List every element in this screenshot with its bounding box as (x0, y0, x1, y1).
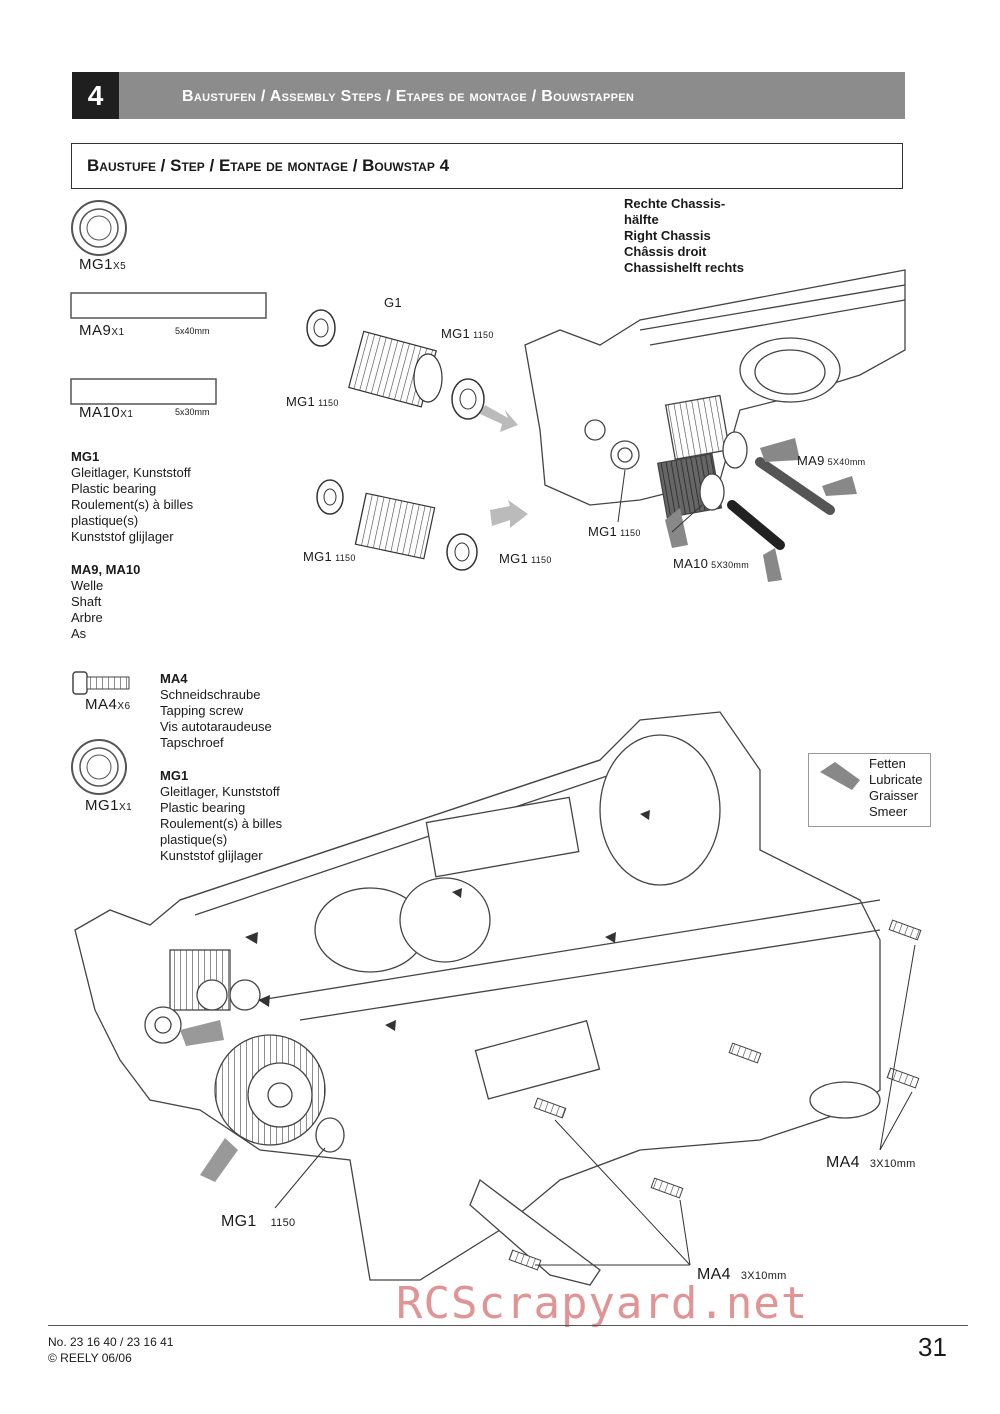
part-ma10-label: MA10X1 (79, 404, 134, 421)
screw-icon (72, 671, 130, 695)
footer-divider (48, 1325, 968, 1326)
header-bar (119, 72, 905, 119)
bearing-icon (71, 739, 127, 795)
part-ma9-label: MA9X1 (79, 322, 125, 339)
header-title: Baustufen / Assembly Steps / Etapes de m… (182, 88, 635, 105)
grease-arrow-icon (180, 1020, 238, 1182)
grease-arrow-icon (665, 438, 857, 582)
footer-text: No. 23 16 40 / 23 16 41© REELY 06/06 (48, 1335, 174, 1365)
right-chassis-drawing (524, 269, 906, 519)
part-mg1b-label: MG1X1 (85, 797, 133, 814)
full-chassis-drawing (74, 711, 881, 1286)
step-title-box (71, 143, 903, 189)
gear-g1 (306, 309, 485, 420)
leader-lines (274, 469, 916, 1266)
direction-arrow-icon (480, 405, 528, 528)
part-ma10-dim: 5x30mm (175, 407, 210, 417)
part-ma9-dim: 5x40mm (175, 326, 210, 336)
grease-arrow-icon (820, 762, 860, 790)
watermark: RCScrapyard.net (396, 1278, 809, 1329)
shaft-ma10 (727, 500, 785, 550)
step-title: Baustufe / Step / Etape de montage / Bou… (87, 156, 450, 175)
step-number-badge: 4 (72, 72, 119, 119)
shaft-ma9 (755, 457, 835, 515)
page-number: 31 (918, 1332, 947, 1362)
bearing-icon (71, 200, 127, 256)
callout-g1: G1 (384, 295, 402, 310)
screw-icon (508, 919, 922, 1271)
shaft-ma10-icon (70, 378, 217, 405)
gear-small (316, 479, 478, 571)
lubricate-legend (808, 753, 931, 827)
part-mg1-label: MG1X5 (79, 256, 127, 273)
shaft-ma9-icon (70, 292, 267, 319)
part-ma4-label: MA4X6 (85, 696, 131, 713)
direction-arrow-icon (245, 810, 650, 1031)
